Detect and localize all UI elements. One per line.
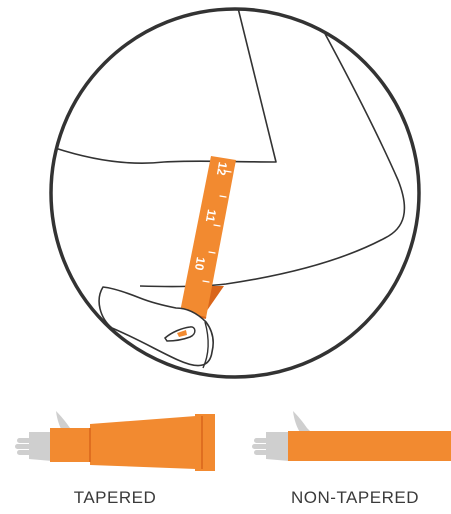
non-tapered-sleeve-illustration — [252, 411, 451, 461]
non-tapered-caption: NON-TAPERED — [275, 488, 435, 508]
tapered-sleeve-illustration — [15, 411, 215, 471]
zoom-circle: 12 11 10 — [51, 8, 419, 377]
tapered-sleeve-body — [50, 416, 196, 469]
tapered-caption: TAPERED — [40, 488, 190, 508]
tapered-sleeve-cuff — [195, 414, 215, 471]
tape-mark-10: 10 — [192, 256, 208, 272]
tape-mark-12: 12 — [214, 161, 230, 177]
non-tapered-sleeve-body — [288, 431, 451, 461]
